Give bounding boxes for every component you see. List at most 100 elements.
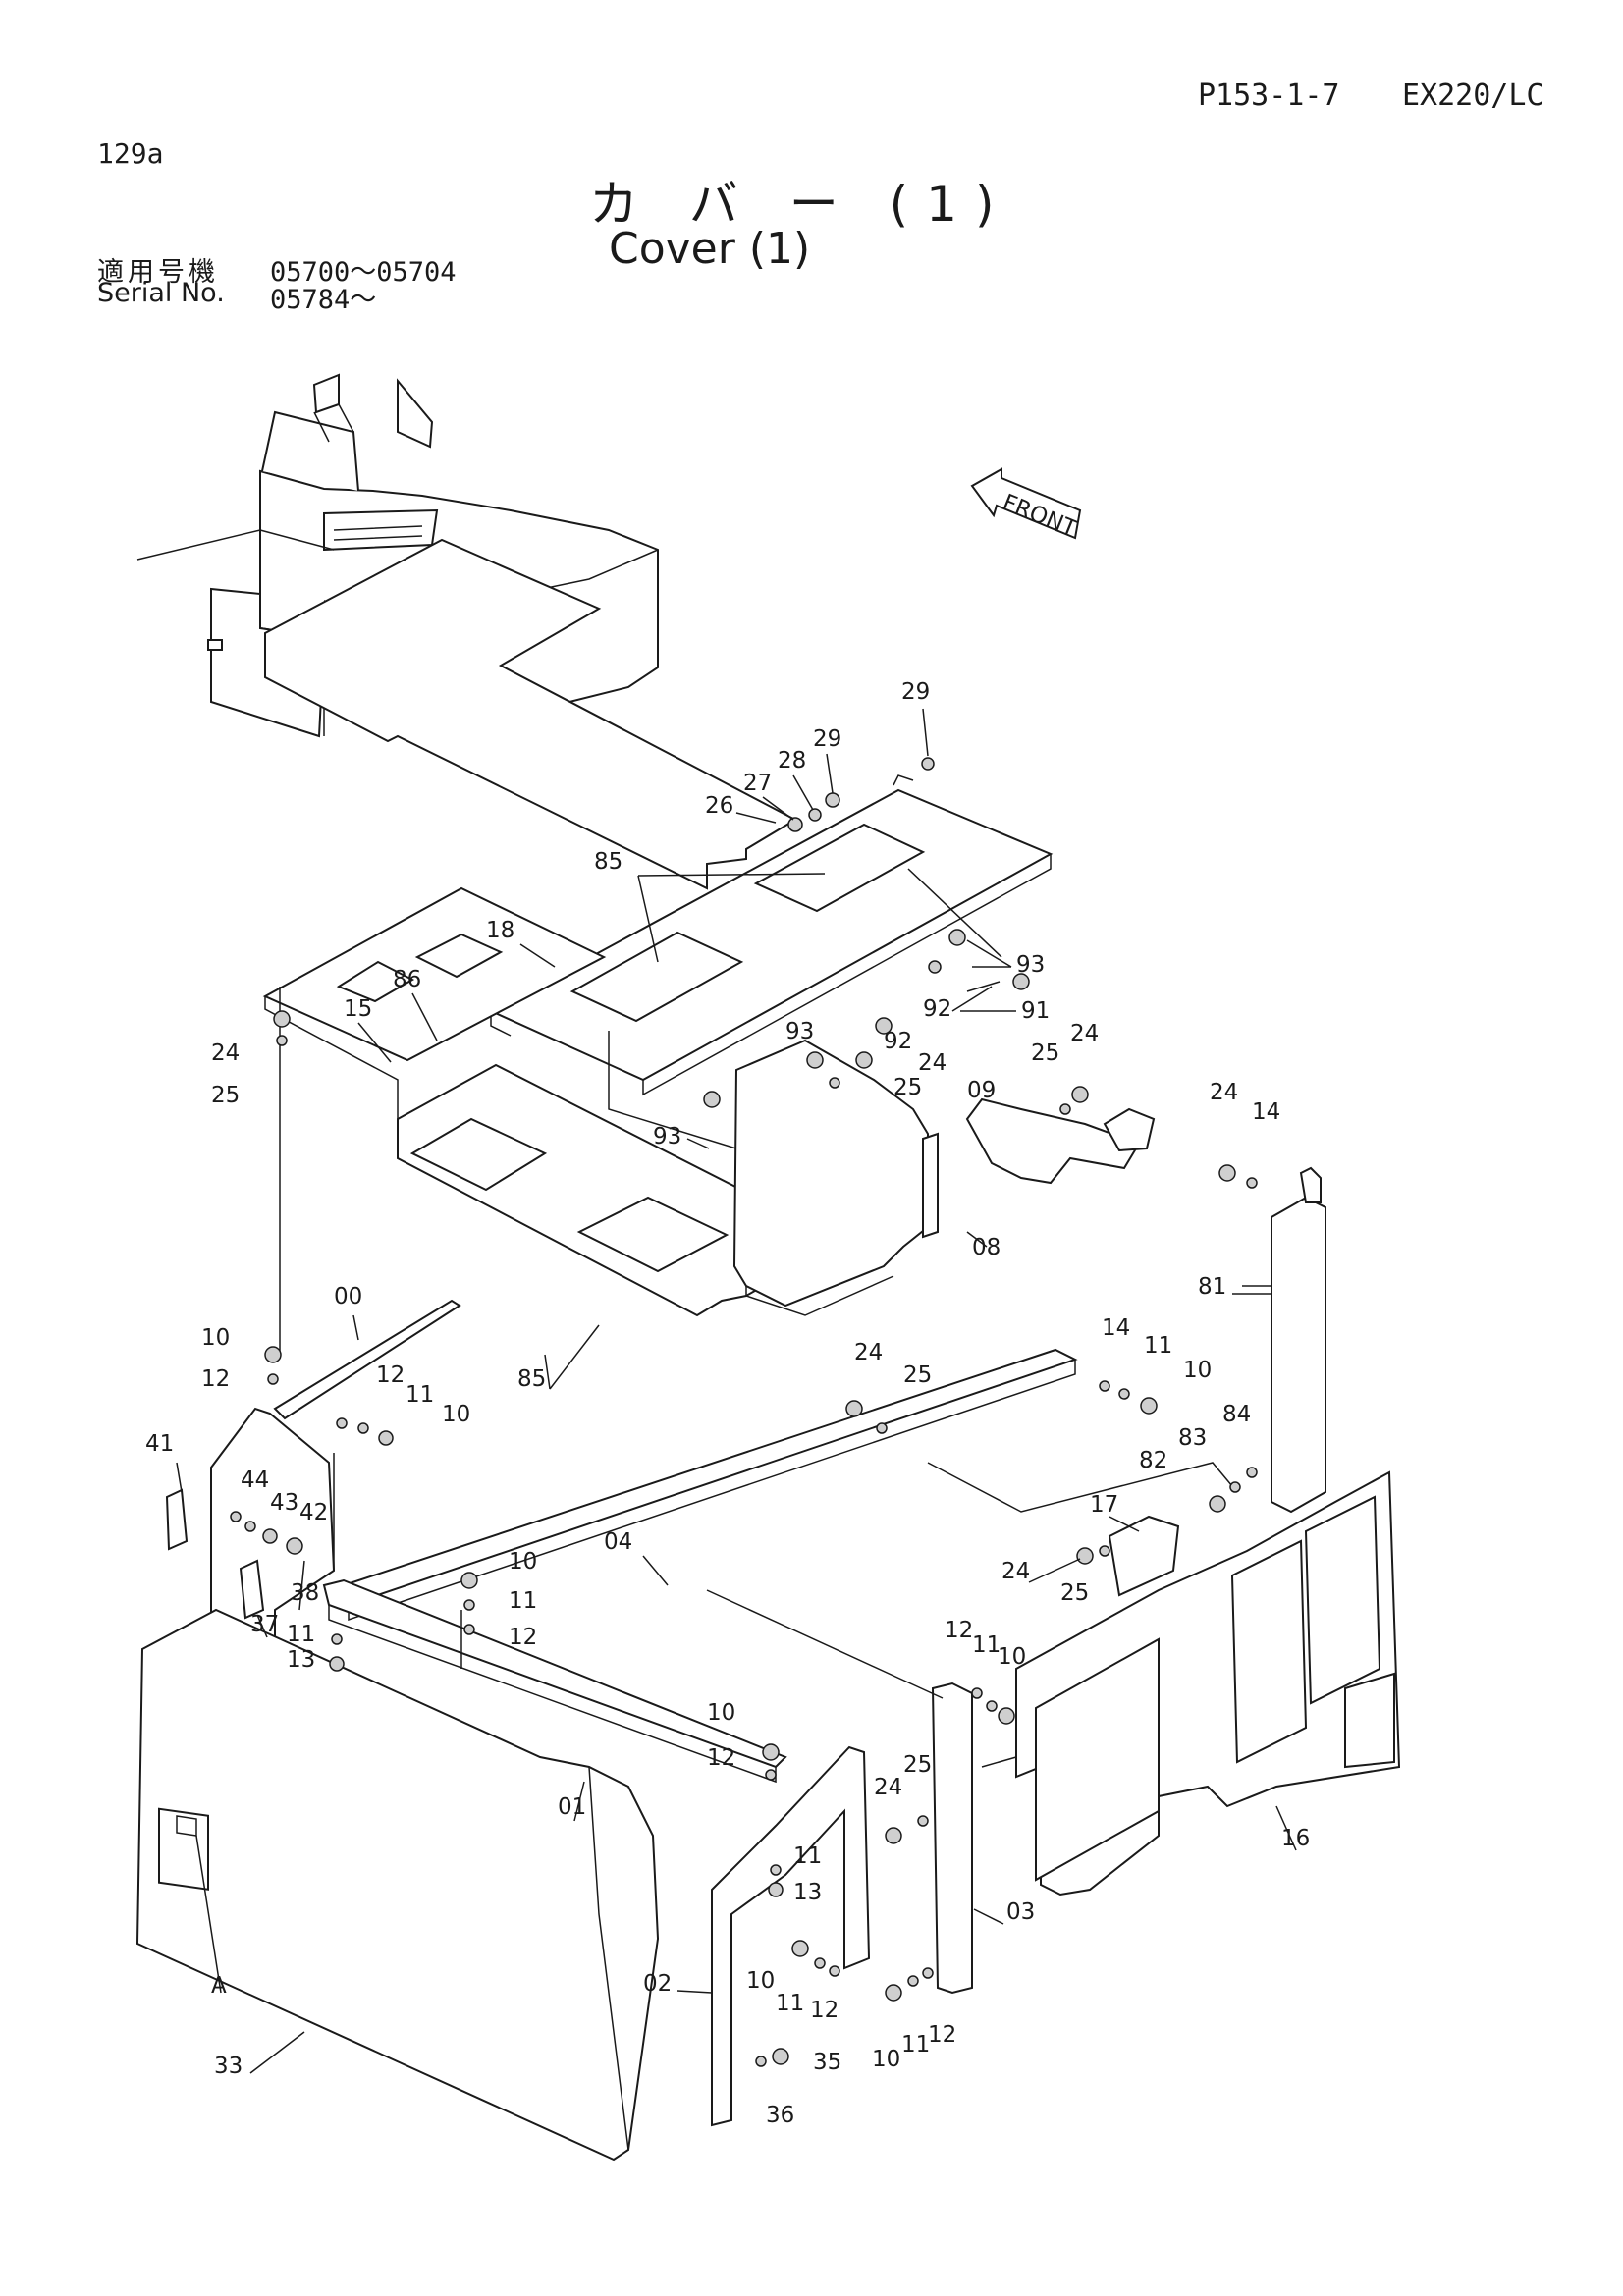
callout-91: 91: [1021, 998, 1050, 1024]
callout-38: 38: [291, 1580, 319, 1606]
callout-17: 17: [1090, 1492, 1118, 1518]
callout-10: 10: [442, 1402, 470, 1427]
callout-12: 12: [509, 1625, 537, 1650]
callout-93: 93: [1016, 952, 1045, 978]
callout-92: 92: [923, 996, 951, 1022]
callout-25: 25: [1060, 1580, 1089, 1606]
callout-00: 00: [334, 1284, 362, 1309]
callout-24: 24: [874, 1775, 902, 1800]
callout-41: 41: [145, 1431, 174, 1457]
callout-18: 18: [486, 918, 514, 943]
callout-14: 14: [1102, 1315, 1130, 1341]
model-code: EX220/LC: [1402, 79, 1544, 113]
callout-24: 24: [1070, 1021, 1099, 1046]
callout-35: 35: [813, 2050, 841, 2075]
callout-10: 10: [509, 1549, 537, 1575]
upright-81: [1271, 1166, 1326, 1514]
callout-16: 16: [1281, 1826, 1310, 1851]
serial-from: 05784～: [270, 285, 377, 315]
callout-26: 26: [705, 793, 733, 819]
callout-11: 11: [1144, 1333, 1172, 1359]
front-direction-arrow: FRONT: [970, 467, 1082, 543]
callout-28: 28: [778, 748, 806, 774]
side-bracket-00: [273, 1299, 461, 1420]
assembly-leader-lines: [279, 868, 1238, 1768]
serial-label: Serial No.: [97, 278, 225, 308]
callout-11: 11: [406, 1382, 434, 1408]
callout-12: 12: [376, 1362, 405, 1388]
callout-11: 11: [509, 1588, 537, 1614]
callout-10: 10: [201, 1325, 230, 1351]
callout-10: 10: [872, 2047, 900, 2072]
callout-24: 24: [854, 1340, 883, 1365]
callout-93: 93: [785, 1019, 814, 1044]
side-cover-33: [135, 1608, 660, 2162]
callout-27: 27: [743, 771, 772, 796]
title-english: Cover (1): [609, 224, 811, 274]
callout-11: 11: [972, 1632, 1001, 1658]
callout-82: 82: [1139, 1448, 1167, 1473]
callout-14: 14: [1252, 1099, 1280, 1125]
callout-01: 01: [558, 1794, 586, 1820]
bracket-09: [965, 1097, 1156, 1185]
strip-03: [931, 1682, 973, 1995]
callout-24: 24: [1210, 1080, 1238, 1105]
callout-12: 12: [945, 1618, 973, 1643]
plate-17: [1108, 1515, 1180, 1597]
callout-85: 85: [517, 1366, 546, 1392]
callout-42: 42: [299, 1500, 328, 1525]
callout-44: 44: [241, 1468, 269, 1493]
applicability-label: 適用号機: [97, 257, 219, 288]
title-japanese: カ バ ー (1): [589, 176, 1012, 233]
callout-10: 10: [746, 1968, 775, 1994]
callout-33: 33: [214, 2054, 243, 2079]
callout-15: 15: [344, 996, 372, 1022]
callout-25: 25: [903, 1362, 932, 1388]
callout-11: 11: [901, 2032, 930, 2057]
callout-12: 12: [928, 2022, 956, 2048]
callout-11: 11: [287, 1622, 315, 1647]
callout-10: 10: [1183, 1358, 1212, 1383]
callout-12: 12: [810, 1998, 839, 2023]
callout-85: 85: [594, 849, 622, 875]
front-cover-08: [732, 1039, 939, 1316]
top-cover-18: [488, 774, 1054, 1096]
applicability-range: 05700～05704: [270, 257, 457, 288]
callout-12: 12: [201, 1366, 230, 1392]
callout-13: 13: [793, 1880, 822, 1905]
callout-11: 11: [776, 1991, 804, 2016]
callout-09: 09: [967, 1078, 996, 1103]
callout-12: 12: [707, 1745, 735, 1771]
callout-03: 03: [1006, 1899, 1035, 1925]
callout-29: 29: [901, 679, 930, 705]
callout-25: 25: [211, 1083, 240, 1108]
callout-93: 93: [653, 1124, 681, 1149]
callout-81: 81: [1198, 1274, 1226, 1300]
frame-post-02: [711, 1745, 871, 2127]
cross-beam-04: [326, 1348, 1078, 1622]
callout-43: 43: [270, 1490, 298, 1516]
callout-25: 25: [903, 1752, 932, 1778]
callout-86: 86: [393, 967, 421, 992]
page-code: P153-1-7: [1198, 79, 1340, 113]
callout-24: 24: [918, 1050, 947, 1076]
callout-10: 10: [998, 1644, 1026, 1670]
floor-plate-15: [262, 538, 816, 1317]
callout-83: 83: [1178, 1425, 1207, 1451]
callout-13: 13: [287, 1647, 315, 1673]
callout-24: 24: [211, 1041, 240, 1066]
callout-92: 92: [884, 1029, 912, 1054]
callout-36: 36: [766, 2103, 794, 2128]
callout-10: 10: [707, 1700, 735, 1726]
callout-25: 25: [893, 1075, 922, 1100]
callout-11: 11: [793, 1843, 822, 1869]
sheet-number: 129a: [97, 137, 164, 170]
fasteners: [230, 757, 1258, 2067]
wall-panel-16: [1015, 1470, 1401, 1896]
callout-24: 24: [1001, 1559, 1030, 1584]
callout-25: 25: [1031, 1041, 1059, 1066]
callout-04: 04: [604, 1529, 632, 1555]
callout-02: 02: [643, 1971, 672, 1997]
callout-leaders: [176, 708, 1297, 2074]
